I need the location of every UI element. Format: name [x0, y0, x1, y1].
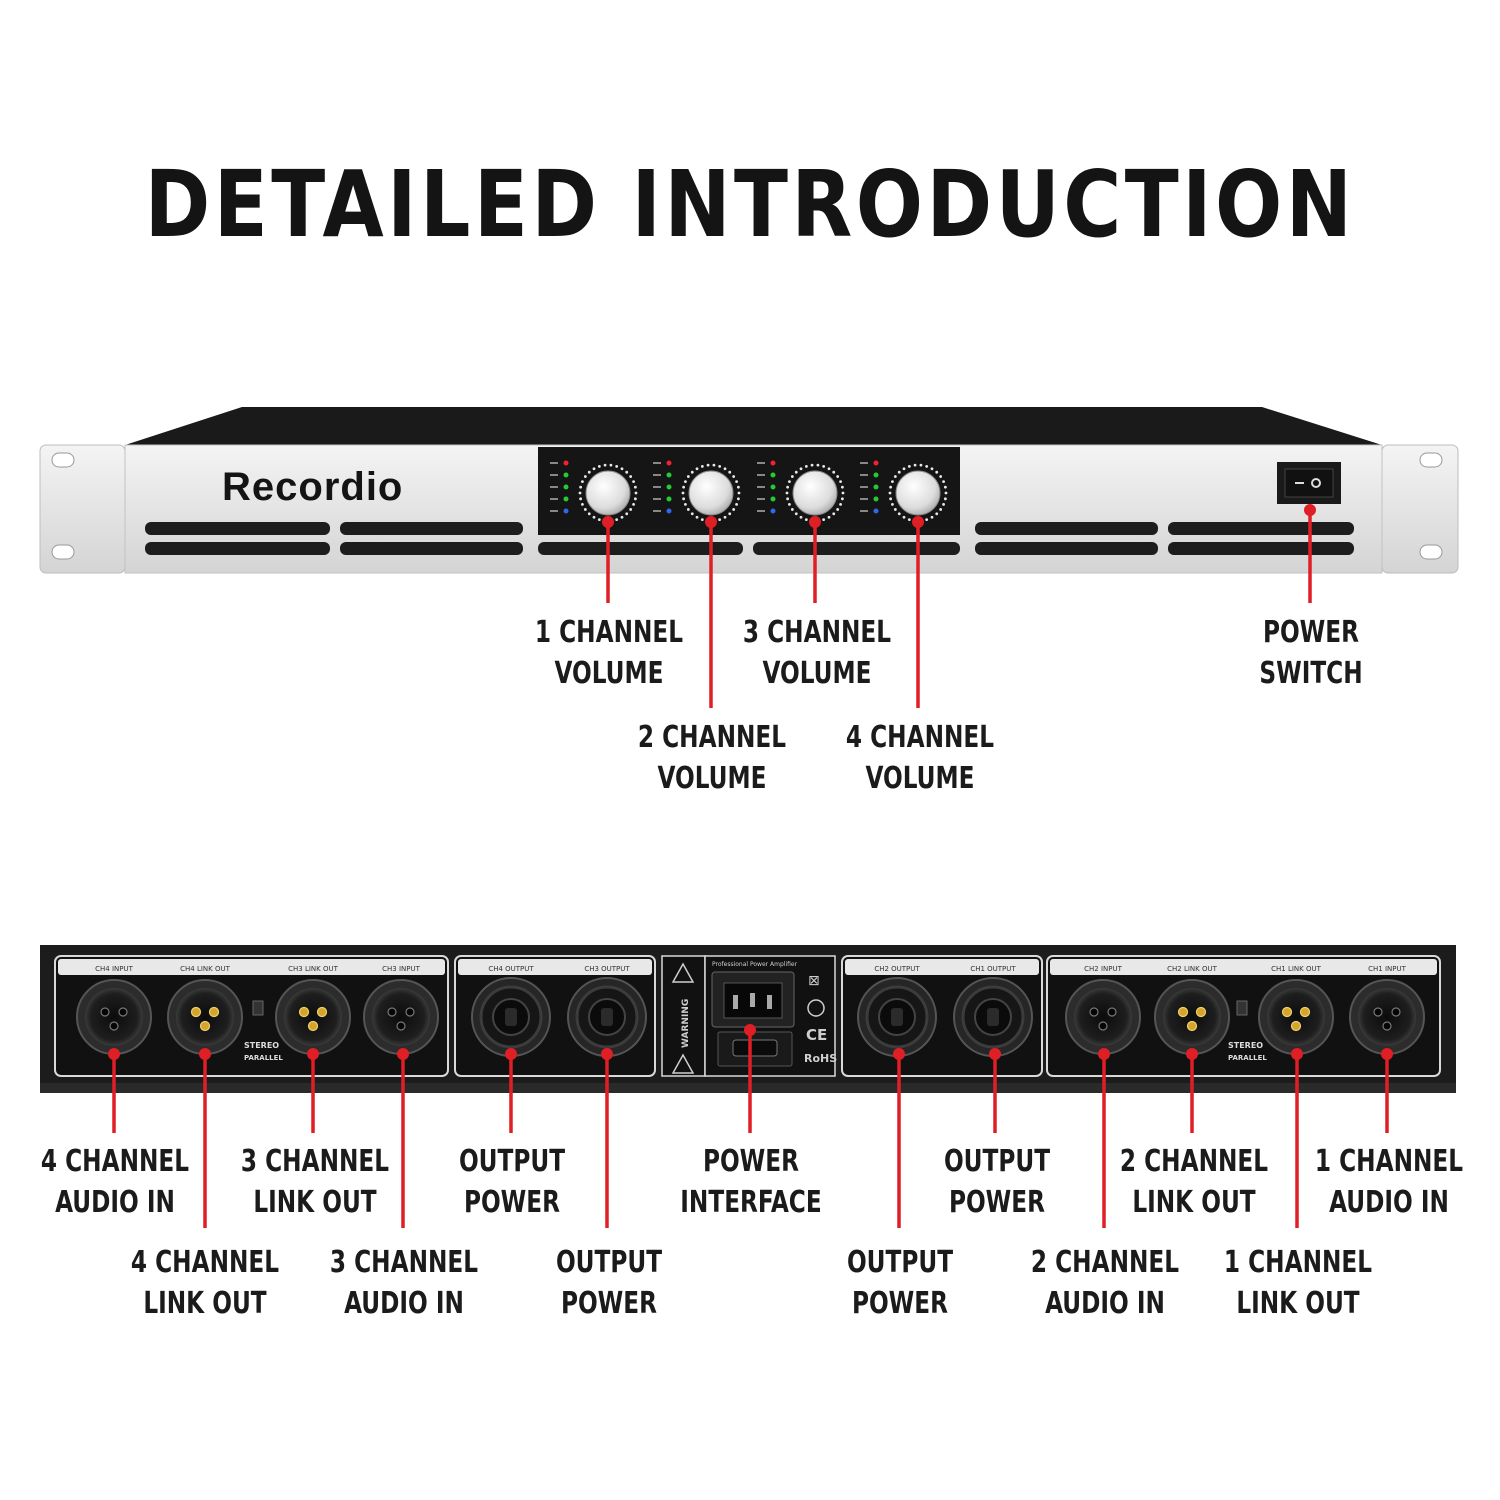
front-leader-dot-5 — [1304, 504, 1316, 516]
ch4-output-connector[interactable] — [471, 977, 551, 1057]
rear-section-ch4-ch3 — [54, 955, 449, 1077]
warning-label: WARNING — [671, 962, 695, 1074]
rear-panel: STEREO PARALLEL STEREO PARALLEL CH4 INPUT CH4… — [40, 945, 1456, 1093]
weee-icon: ⊠ — [808, 973, 820, 989]
rear-caption-ch3_output: CH3 OUTPUT — [584, 965, 630, 973]
rear-leader-dot-6 — [601, 1048, 613, 1060]
chassis-top — [125, 407, 1382, 445]
svg-text:STEREO: STEREO — [244, 1041, 279, 1050]
front-leader-dot-3 — [809, 516, 821, 528]
volume-knob-2[interactable] — [653, 460, 741, 523]
volume-knob-4[interactable] — [860, 460, 948, 523]
rohs-mark: RoHS — [804, 1052, 837, 1065]
volume-knob-1[interactable] — [550, 460, 638, 523]
rear-caption-ch2_output: CH2 OUTPUT — [874, 965, 920, 973]
rear-leader-dot-3 — [307, 1048, 319, 1060]
rear-caption-ch1_input: CH1 INPUT — [1368, 965, 1406, 973]
rear-caption-ch3_link: CH3 LINK OUT — [288, 965, 338, 973]
rear-caption-ch2_link: CH2 LINK OUT — [1167, 965, 1217, 973]
rear-leader-dot-4 — [397, 1048, 409, 1060]
svg-text:STEREO: STEREO — [1228, 1041, 1263, 1050]
ch3-output-connector[interactable] — [567, 977, 647, 1057]
vent-slots — [145, 522, 1354, 555]
page-title: DETAILED INTRODUCTION — [144, 151, 1356, 258]
front-leader-dot-4 — [912, 516, 924, 528]
rear-caption-ch4_link: CH4 LINK OUT — [180, 965, 230, 973]
ch1-audio-in-connector[interactable] — [1349, 979, 1425, 1055]
ch2-audio-in-connector[interactable] — [1065, 979, 1141, 1055]
amp-label: Professional Power Amplifier — [712, 961, 798, 968]
front-leader-dot-2 — [705, 516, 717, 528]
svg-text:PARALLEL: PARALLEL — [1228, 1054, 1267, 1062]
front-panel — [39, 407, 1459, 574]
rear-caption-ch1_link: CH1 LINK OUT — [1271, 965, 1321, 973]
rear-leader-dot-2 — [199, 1048, 211, 1060]
ce-mark: CE — [806, 1026, 827, 1044]
rear-section-ch2-ch1 — [1046, 955, 1441, 1077]
svg-text:WARNING: WARNING — [681, 999, 691, 1048]
rear-leader-dot-7 — [744, 1024, 756, 1036]
rear-leader-dot-1 — [108, 1048, 120, 1060]
ch4-link-out-connector[interactable] — [167, 979, 243, 1055]
rear-leader-dot-11 — [1186, 1048, 1198, 1060]
ch1-output-connector[interactable] — [953, 977, 1033, 1057]
ch1-link-out-connector[interactable] — [1258, 979, 1334, 1055]
svg-text:PARALLEL: PARALLEL — [244, 1054, 283, 1062]
stereo-parallel-switch-1[interactable]: STEREO PARALLEL — [244, 1000, 283, 1062]
callout-leaders — [108, 504, 1393, 1228]
front-leader-dot-1 — [602, 516, 614, 528]
rear-caption-ch1_output: CH1 OUTPUT — [970, 965, 1016, 973]
rear-leader-dot-8 — [893, 1048, 905, 1060]
rear-caption-ch2_input: CH2 INPUT — [1084, 965, 1122, 973]
volume-knobs — [550, 460, 948, 523]
rear-leader-dot-9 — [989, 1048, 1001, 1060]
stereo-parallel-switch-2[interactable]: STEREO PARALLEL — [1228, 1000, 1267, 1062]
ch3-link-out-connector[interactable] — [275, 979, 351, 1055]
rear-caption-ch3_input: CH3 INPUT — [382, 965, 420, 973]
rear-leader-dot-10 — [1098, 1048, 1110, 1060]
ch2-link-out-connector[interactable] — [1154, 979, 1230, 1055]
ch4-audio-in-connector[interactable] — [76, 979, 152, 1055]
ch2-output-connector[interactable] — [857, 977, 937, 1057]
ch3-audio-in-connector[interactable] — [363, 979, 439, 1055]
rear-leader-dot-12 — [1291, 1048, 1303, 1060]
rear-leader-dot-13 — [1381, 1048, 1393, 1060]
power-inlet[interactable] — [711, 971, 795, 1067]
rear-caption-ch4_input: CH4 INPUT — [95, 965, 133, 973]
power-switch[interactable] — [1277, 462, 1341, 504]
brand-logo: Recordio — [222, 465, 404, 509]
rear-caption-ch4_output: CH4 OUTPUT — [488, 965, 534, 973]
rear-leader-dot-5 — [505, 1048, 517, 1060]
